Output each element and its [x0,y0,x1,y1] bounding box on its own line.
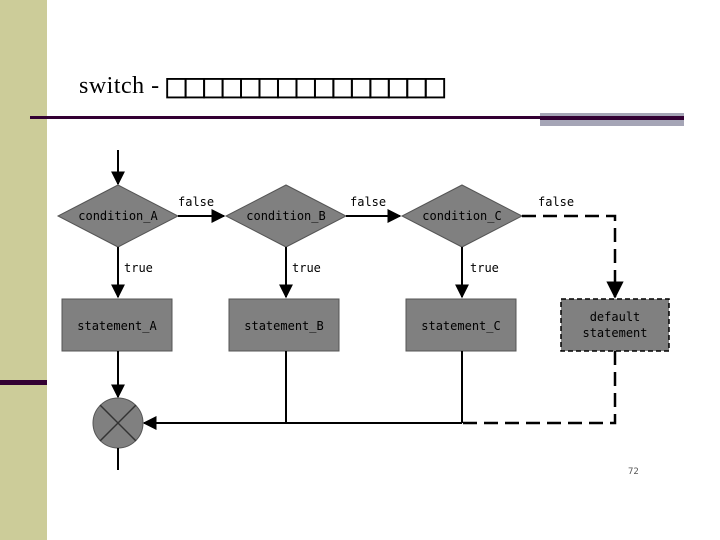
title-missing-glyphs: □□□□□□□□□□□□□□□ [166,66,445,106]
slide-sidebar [0,0,47,540]
switch-flowchart: condition_A condition_B condition_C fals… [54,134,671,477]
statement-b-label: statement_B [244,319,323,333]
statement-b-box [228,298,340,352]
merge-node-cross-2 [99,404,137,442]
statement-a-label: statement_A [77,319,157,333]
condition-b-label: condition_B [246,209,325,223]
condition-a-label: condition_A [78,209,158,223]
title-prefix: switch - [79,73,160,99]
page-number: 72 [628,467,639,477]
default-statement-box [560,298,670,352]
path-default-to-merge [462,351,617,425]
default-label-line1: default [590,310,641,324]
slide-title: switch - □□□□□□□□□□□□□□□ [79,62,445,106]
false-path-to-default [522,214,624,299]
condition-c-label: condition_C [422,209,501,223]
statement-c-label: statement_C [421,319,500,333]
title-rule-accent-line [540,118,684,120]
title-rule [30,116,684,119]
true-label-b: true [292,261,321,275]
true-label-c: true [470,261,499,275]
false-label-c: false [538,195,574,209]
true-label-a: true [124,261,153,275]
sidebar-rule [0,380,47,385]
default-label-line2: statement [582,326,647,340]
false-label-b: false [350,195,386,209]
flowchart-svg: condition_A condition_B condition_C fals… [56,150,670,477]
false-label-a: false [178,195,214,209]
